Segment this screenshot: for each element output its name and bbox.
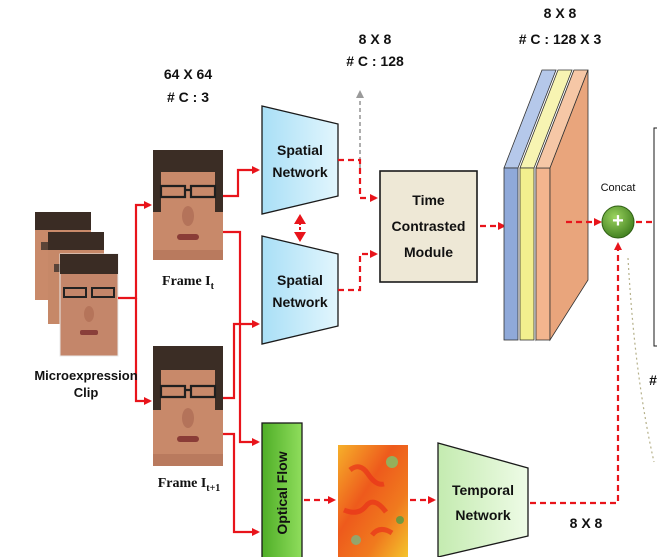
optical-flow-box — [261, 422, 303, 557]
edge-fragment-label: # — [649, 372, 657, 388]
spatial-top-line1: Spatial — [277, 142, 323, 158]
frame-t-label-sub: t — [210, 280, 214, 292]
spatial-out-dims-line1: 8 X 8 — [358, 31, 392, 47]
tcm-line1: Time — [412, 192, 445, 208]
temporal-dims-label: 8 X 8 — [569, 515, 603, 531]
spatial-network-top — [261, 105, 339, 215]
concat-node — [601, 205, 635, 239]
frame-t1-image — [153, 346, 223, 466]
stack-dims-line1: 8 X 8 — [543, 5, 577, 21]
microexpression-clip-image — [35, 212, 119, 357]
temporal-line2: Network — [455, 507, 511, 523]
optical-flow-label: Optical Flow — [274, 451, 290, 535]
spatial-bottom-line2: Network — [272, 294, 328, 310]
frame-t1-label-text: Frame I — [157, 476, 207, 491]
frame-t-label-text: Frame I — [162, 274, 211, 289]
frame-dims-line2: # C : 3 — [166, 89, 209, 105]
frame-t-to-spatial-top-arrow — [223, 166, 260, 198]
concat-label: Concat — [600, 182, 636, 194]
optical-flow-map — [338, 445, 408, 557]
frame-t-label: Frame It — [150, 274, 226, 292]
spatial-top-line2: Network — [272, 164, 328, 180]
time-contrasted-module-box — [379, 170, 478, 283]
temporal-network — [437, 442, 529, 557]
frame-dims-line1: 64 X 64 — [163, 66, 213, 82]
spatial-out-dims-line2: # C : 128 — [346, 53, 404, 69]
temporal-to-concat-arrow — [530, 242, 622, 505]
temporal-line1: Temporal — [452, 482, 514, 498]
concat-plus-symbol: + — [612, 210, 624, 232]
feature-stack — [503, 69, 589, 342]
clip-label-line1: Microexpression — [34, 368, 138, 383]
stack-dims-line2: # C : 128 X 3 — [518, 31, 602, 47]
spatial-network-bottom — [261, 235, 339, 345]
frame-t1-to-optical-arrow — [223, 432, 260, 536]
concat-gray-curve — [627, 257, 655, 463]
frame-t1-label: Frame It+1 — [146, 476, 232, 494]
spatial-bottom-line1: Spatial — [277, 272, 323, 288]
clip-to-frames-arrows — [118, 201, 152, 405]
frame-t-to-optical-arrow — [223, 230, 260, 446]
frame-t-image — [153, 150, 223, 260]
spatial-top-to-tcm-arrow — [338, 158, 378, 202]
clip-label-line2: Clip — [73, 385, 99, 400]
frame-t1-label-sub: t+1 — [206, 482, 221, 494]
shared-weights-arrow — [294, 214, 306, 242]
spatial-bottom-to-tcm-arrow — [338, 250, 378, 292]
tcm-line2: Contrasted — [391, 218, 466, 234]
tcm-line3: Module — [404, 244, 453, 260]
frame-t1-to-spatial-bottom-arrow — [223, 320, 260, 400]
right-edge-box — [653, 127, 657, 347]
